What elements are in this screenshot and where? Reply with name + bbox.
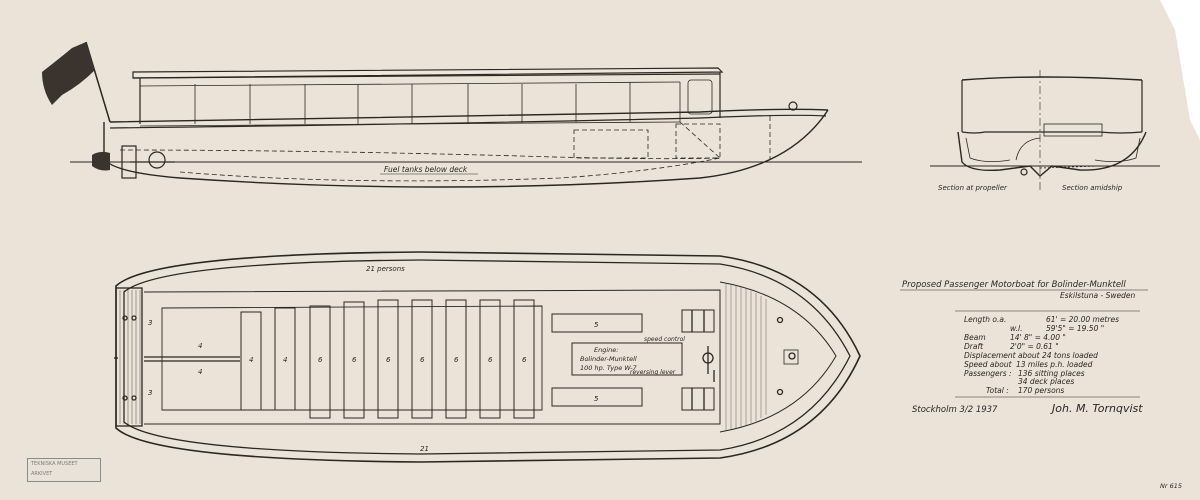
hull-line	[103, 109, 829, 188]
spec-label: Beam	[964, 333, 986, 342]
spec-value: 59'5" = 19.50 "	[1046, 324, 1104, 333]
cross-bench-label: 6	[352, 356, 357, 364]
stamp-line2: ARKIVET	[31, 471, 53, 477]
spec-label: Draft	[964, 342, 984, 351]
bow-bench-lower-label: 5	[594, 395, 599, 403]
cabin-windows	[194, 79, 713, 124]
spec-value: 14' 8" = 4.00 "	[1010, 333, 1066, 342]
torn-corner	[1160, 0, 1200, 140]
cross-bench-label: 6	[386, 356, 391, 364]
persons-bottom-label: 21	[420, 445, 429, 453]
stern-seat-lower-label: 3	[148, 389, 152, 397]
spec-label: Passengers :	[964, 369, 1012, 378]
sheet-number: Nr 615	[1160, 482, 1182, 490]
side-elevation: Fuel tanks below deck	[42, 41, 862, 188]
spec-value: 61' = 20.00 metres	[1046, 315, 1119, 324]
place-text: Eskilstuna - Sweden	[1060, 291, 1135, 300]
hidden-lines	[119, 116, 771, 182]
spec-label: Speed about	[964, 360, 1013, 369]
spec-value: 24 tons loaded	[1042, 351, 1098, 360]
aft-bench-lower-label: 4	[198, 368, 202, 376]
cross-bench-labels: 4 4 6 6 6 6 6 6 6	[249, 356, 527, 364]
fuel-tanks-label: Fuel tanks below deck	[384, 165, 468, 174]
cross-bench-label: 6	[488, 356, 493, 364]
spec-label: Total :	[986, 386, 1009, 395]
section-propeller-label: Section at propeller	[938, 184, 1008, 192]
engine-line1: Engine:	[594, 346, 618, 354]
section-amidship-label: Section amidship	[1062, 184, 1123, 192]
spec-label: Length o.a.	[964, 315, 1006, 324]
cabin-roof	[132, 67, 724, 79]
date-text: Stockholm 3/2 1937	[912, 405, 998, 415]
section-hull	[957, 131, 1147, 177]
cross-benches	[240, 299, 535, 419]
plan-view: 21 persons 21 3 3 4 4 4 4 6 6 6 6 6 6 6 …	[114, 251, 861, 463]
spec-value: 34 deck places	[1018, 377, 1074, 386]
stern-seat-upper-label: 3	[148, 319, 152, 327]
engine-line2: Bolinder-Munktell	[580, 355, 637, 363]
aft-bench-upper-label: 4	[198, 342, 202, 350]
title-block: Proposed Passenger Motorboat for Bolinde…	[900, 280, 1182, 490]
reversing-lever-label: reversing lever	[630, 369, 676, 376]
spec-value: 170 persons	[1018, 386, 1064, 395]
cross-bench-label: 6	[318, 356, 323, 364]
cross-bench-label: 6	[522, 356, 527, 364]
speed-control-label: speed control	[644, 336, 685, 343]
bow-bench-upper-label: 5	[594, 321, 599, 329]
engine-line3: 100 hp. Type W-7	[580, 364, 638, 372]
stamp-line1: TEKNISKA MUSEET	[31, 461, 78, 467]
cross-bench-label: 6	[454, 356, 459, 364]
cross-sections: Section at propeller Section amidship	[930, 70, 1160, 192]
cross-bench-label: 6	[420, 356, 425, 364]
archive-stamp: TEKNISKA MUSEET ARKIVET	[27, 458, 101, 482]
spec-label: w.l.	[1010, 324, 1023, 333]
signature: Joh. M. Tornqvist	[1050, 402, 1143, 415]
spec-list: Length o.a. 61' = 20.00 metres w.l. 59'5…	[964, 315, 1119, 395]
spec-value: 13 miles p.h. loaded	[1016, 360, 1093, 369]
cross-bench-label: 4	[249, 356, 253, 364]
flag	[42, 42, 95, 105]
spec-value: 136 sitting places	[1018, 369, 1085, 378]
deck-line	[109, 108, 829, 123]
title-text: Proposed Passenger Motorboat for Bolinde…	[902, 280, 1126, 290]
persons-top-label: 21 persons	[366, 265, 405, 273]
plan-hull	[115, 251, 861, 463]
cross-bench-label: 4	[283, 356, 287, 364]
spec-label: Displacement about	[964, 351, 1041, 360]
spec-value: 2'0" = 0.61 "	[1010, 342, 1059, 351]
